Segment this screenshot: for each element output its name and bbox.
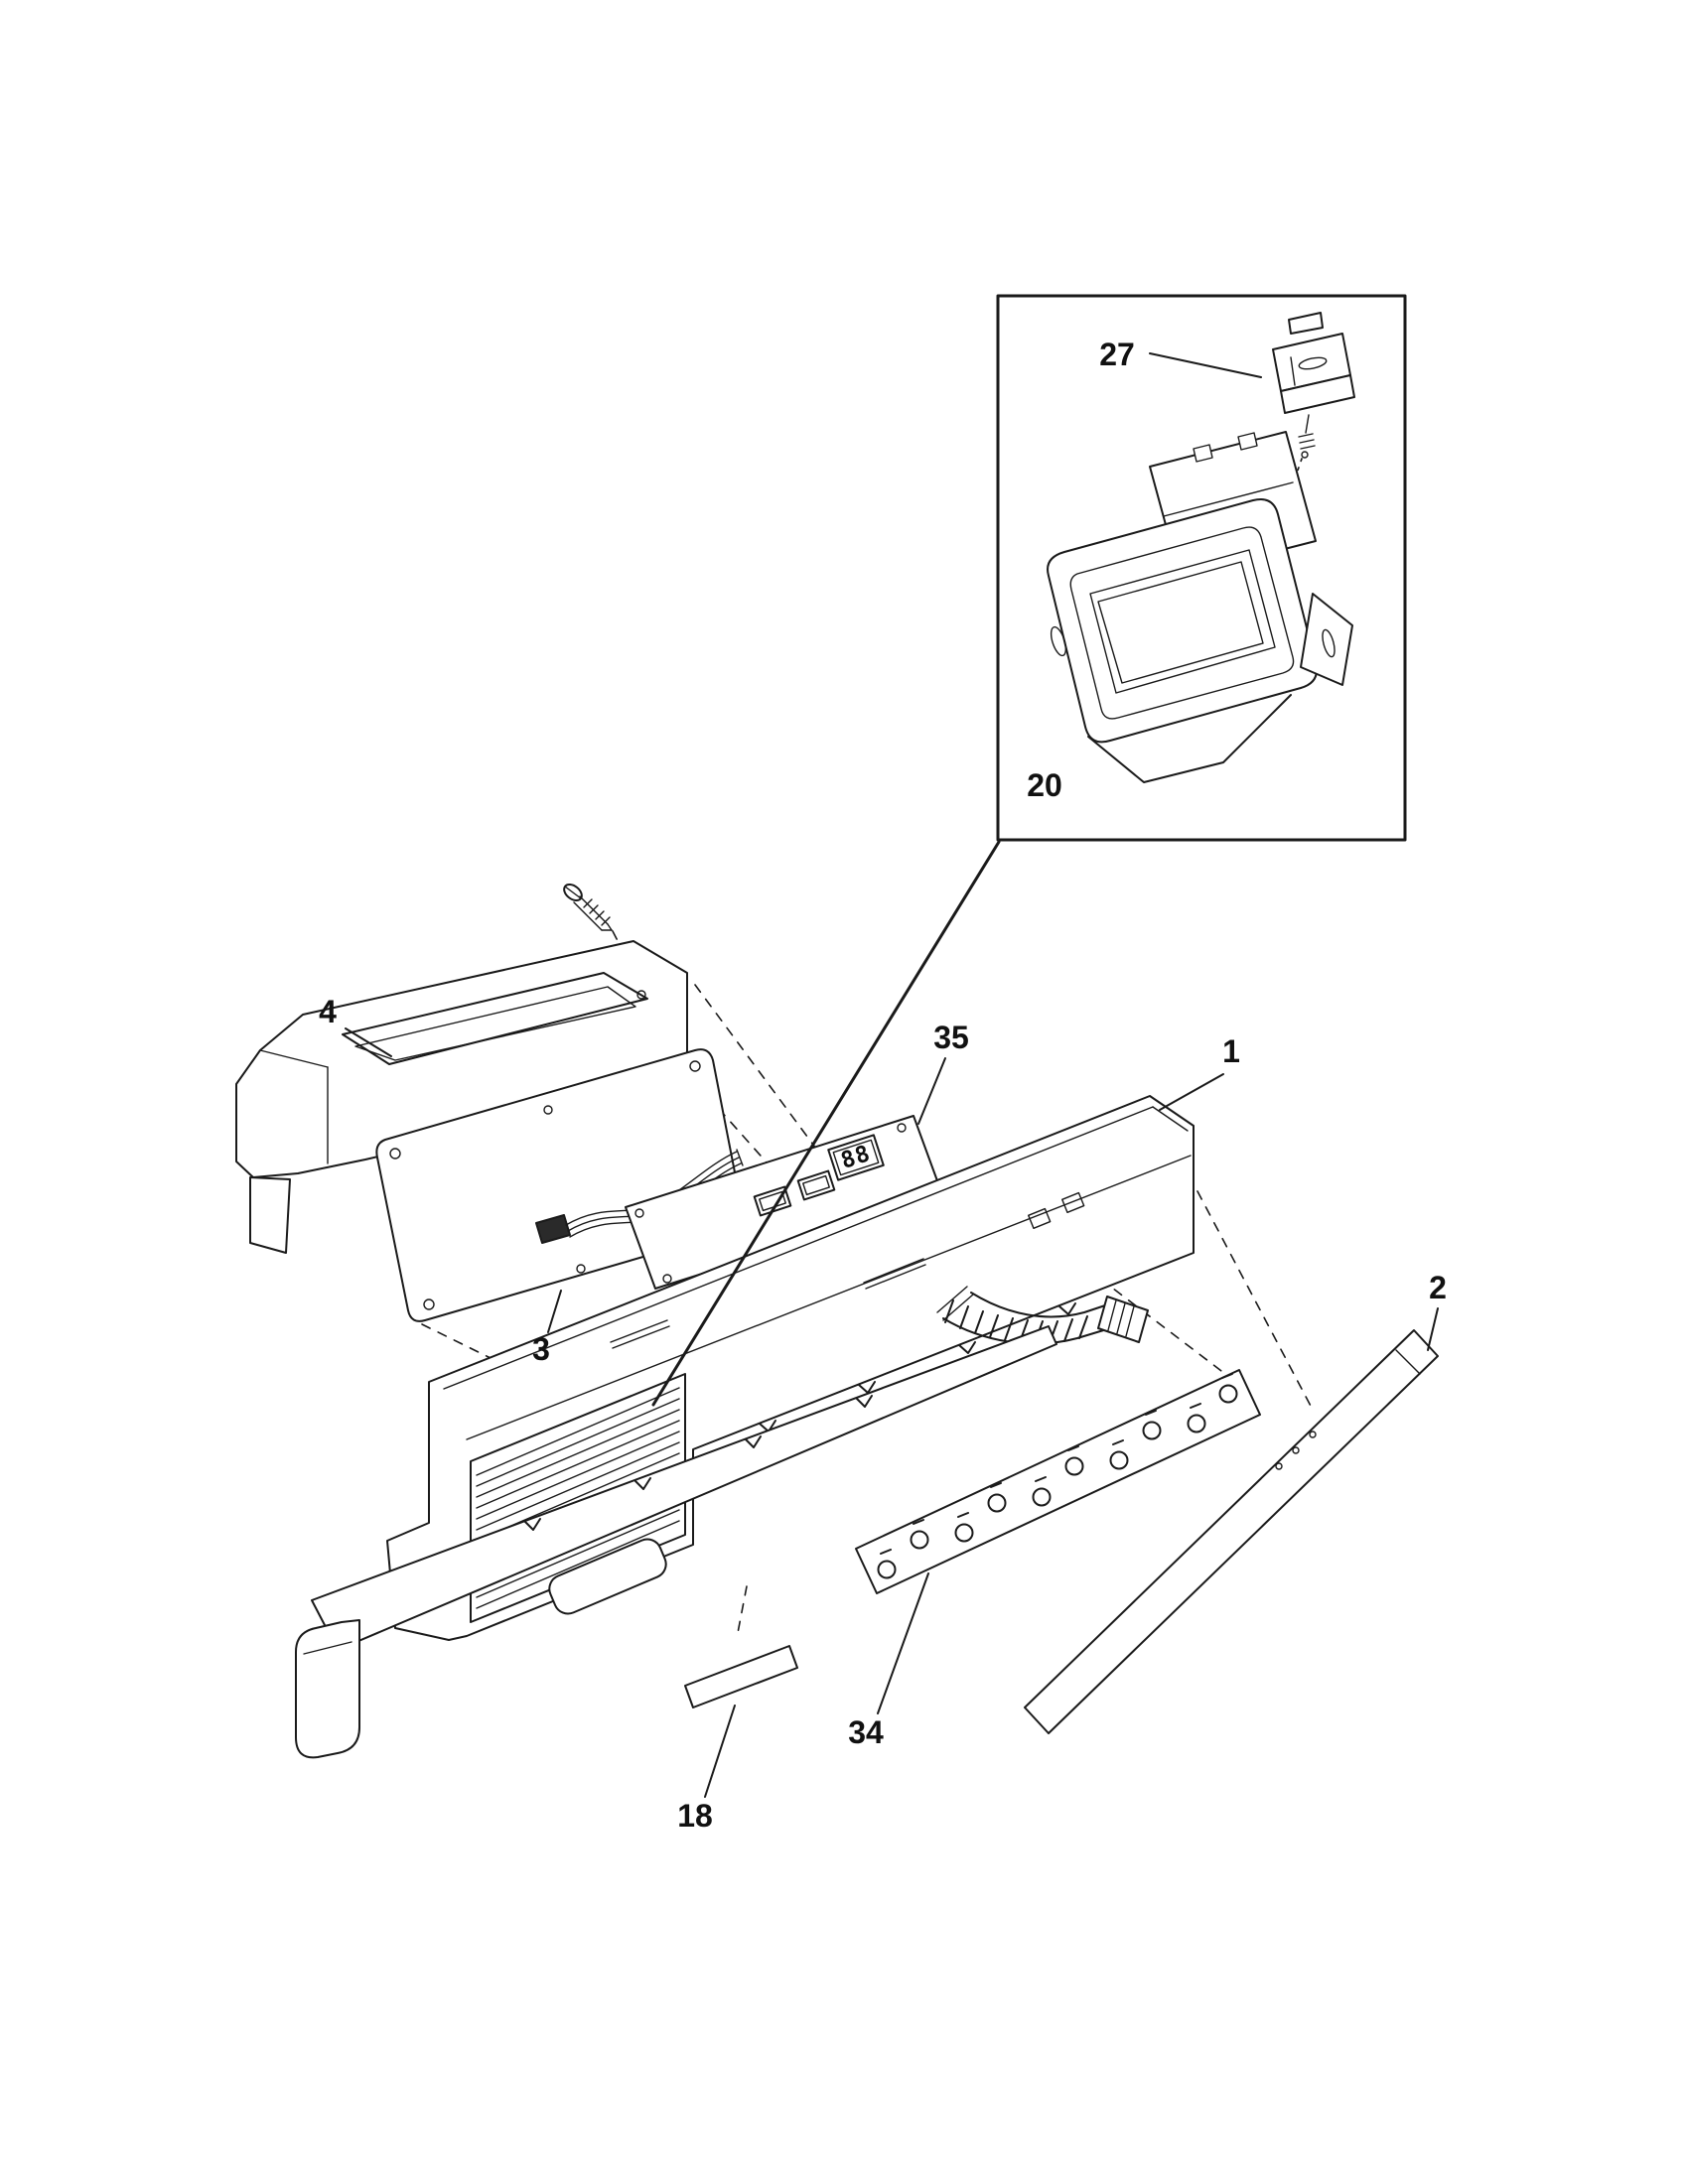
part-18-label-strip bbox=[684, 1645, 798, 1708]
callout-27-text: 27 bbox=[1099, 337, 1135, 372]
button-circles bbox=[877, 1384, 1238, 1579]
callout-4: 4 bbox=[319, 994, 392, 1057]
part-34-button-strip bbox=[855, 1369, 1261, 1594]
panel-cutout-1 bbox=[1028, 1207, 1052, 1230]
strip-end-cap bbox=[295, 1619, 360, 1759]
detail-inset-box bbox=[996, 294, 1407, 842]
strip-notches bbox=[524, 1395, 873, 1531]
ribbon-cable bbox=[936, 1286, 1149, 1345]
handle-recess bbox=[548, 1538, 667, 1615]
dispenser-actuator bbox=[1244, 312, 1355, 616]
overlay-dots bbox=[1275, 1431, 1317, 1470]
mounting-screw bbox=[563, 883, 613, 931]
callout-18: 18 bbox=[677, 1705, 736, 1834]
callout-20-text: 20 bbox=[1027, 767, 1062, 803]
callout-18-text: 18 bbox=[677, 1798, 713, 1834]
callout-34: 34 bbox=[848, 1572, 929, 1750]
housing-end-tab bbox=[249, 1176, 291, 1254]
callout-27: 27 bbox=[1099, 337, 1262, 378]
callout-1: 1 bbox=[1159, 1033, 1240, 1111]
part-2-overlay-strip bbox=[1024, 1329, 1439, 1734]
callout-3-text: 3 bbox=[532, 1331, 550, 1367]
part-4-rear-housing bbox=[235, 940, 688, 1254]
callout-4-text: 4 bbox=[319, 994, 337, 1029]
panel-slots bbox=[610, 1258, 926, 1349]
callout-1-text: 1 bbox=[1222, 1033, 1240, 1069]
callout-2: 2 bbox=[1427, 1270, 1447, 1351]
detergent-dispenser bbox=[1047, 431, 1353, 783]
callout-35: 35 bbox=[917, 1020, 969, 1125]
harness-connector bbox=[535, 1214, 571, 1244]
callout-35-text: 35 bbox=[933, 1020, 969, 1055]
callout-34-text: 34 bbox=[848, 1714, 884, 1750]
inset-leader-line bbox=[651, 840, 1001, 1407]
button-micro-labels bbox=[880, 1373, 1233, 1555]
ribbon-connector bbox=[1097, 1296, 1149, 1343]
callout-3: 3 bbox=[532, 1290, 562, 1367]
callout-20: 20 bbox=[1027, 767, 1062, 803]
lower-panel-strip bbox=[295, 1325, 1057, 1759]
board-button-2 bbox=[796, 1169, 836, 1201]
callout-2-text: 2 bbox=[1429, 1270, 1447, 1305]
callout-labels: 27 20 4 35 1 3 2 34 18 bbox=[319, 337, 1447, 1834]
panel-cutout-2 bbox=[1061, 1191, 1085, 1214]
